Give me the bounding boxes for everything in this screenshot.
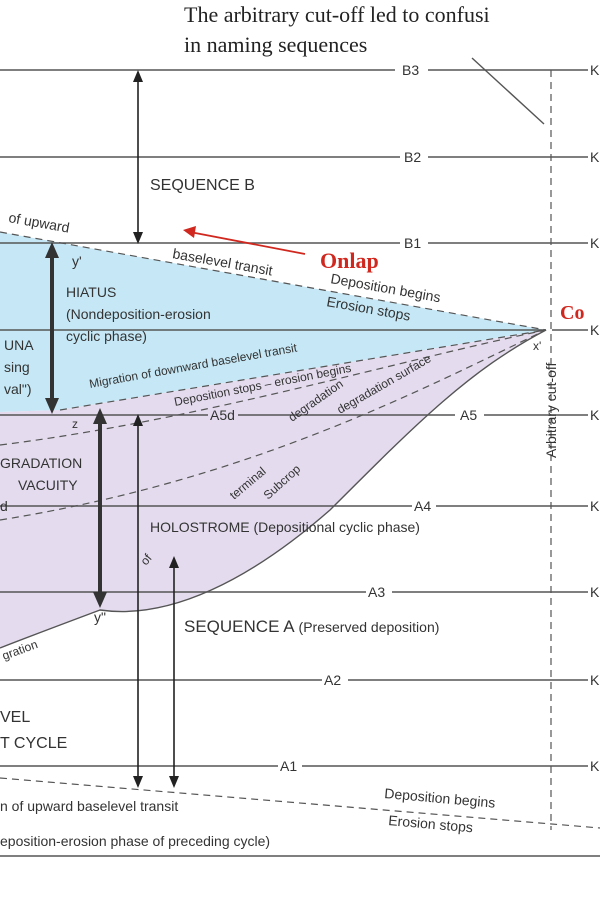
hiatus-label-1: HIATUS [66,284,116,300]
point-x-prime: x' [533,339,541,353]
k-label-6: K [590,498,600,514]
k-label-8: K [590,672,600,688]
degradation-vacuity-label-1: GRADATION [0,455,82,471]
sequence-b-label: SEQUENCE B [150,177,255,194]
deposition-stops-line [0,329,547,446]
downward-transit-line [59,329,547,411]
surface-b2-label: B2 [404,149,421,165]
upward-transit-line [0,231,547,331]
hiatus-label-2: (Nondeposition-erosion [66,306,211,322]
onlap-arrow [189,231,306,255]
surface-b1-label: B1 [404,235,421,251]
lacuna-label-3: val") [4,381,32,397]
sequence-a-label: SEQUENCE A(Preserved deposition) [184,617,439,636]
hiatus-label-3: cyclic phase) [66,328,147,344]
k-label-9: K [590,758,600,774]
k-label-1: K [590,62,600,78]
bottom-deposition-label: Deposition begins [384,785,496,811]
k-label-2: K [590,149,600,165]
surface-a3-label: A3 [368,584,385,600]
annotation-pointer [471,57,545,125]
lacuna-label-1: UNA [4,337,34,353]
cutoff-callout: Co [560,302,584,324]
lacuna-label-2: sing [4,359,30,375]
bottom-erosion-label: Erosion stops [388,812,474,835]
d-fragment-label: d [0,498,8,514]
subcrop-surface [0,329,547,649]
surface-a2-label: A2 [324,672,341,688]
k-label-3: K [590,235,600,251]
hiatus-lower-region [0,330,546,412]
of-upward-label: of upward [7,209,70,235]
point-y-double: y" [94,609,106,625]
bottom-transit-line [0,777,600,829]
k-label-7: K [590,584,600,600]
surface-a5d-label: A5d [210,407,235,423]
arbitrary-cutoff-label: Arbitrary cut-off [543,362,559,458]
baselevel-label-2: T CYCLE [0,735,67,752]
holostrome-label: HOLOSTROME (Depositional cyclic phase) [150,519,420,535]
baselevel-label-1: VEL [0,709,30,726]
annotation-line-1: The arbitrary cut-off led to confusi [184,2,490,27]
point-z: z [72,417,78,431]
surface-a4-label: A4 [414,498,431,514]
surface-b3-label: B3 [402,62,419,78]
onlap-callout: Onlap [320,248,379,273]
k-label-5: K [590,407,600,423]
bottom-migration-label: n of upward baselevel transit [0,798,178,814]
k-label-4: K [590,322,600,338]
surface-a1-label: A1 [280,758,297,774]
bottom-phase-label: eposition-erosion phase of preceding cyc… [0,833,270,849]
surface-a5-label: A5 [460,407,477,423]
point-y-prime: y' [72,253,82,269]
degradation-vacuity-label-2: VACUITY [18,477,78,493]
annotation-line-2: in naming sequences [184,32,367,57]
degradation-vacuity-region [0,330,546,648]
